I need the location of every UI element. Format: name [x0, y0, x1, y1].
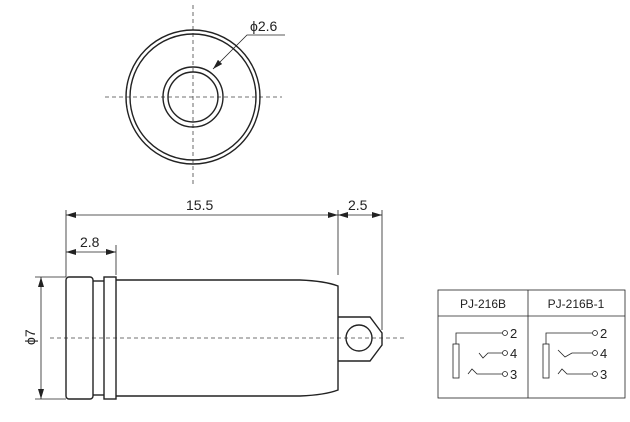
cap-label: 2.8 — [80, 234, 100, 250]
pin-4: 4 — [600, 346, 607, 361]
length-label: 15.5 — [186, 197, 213, 213]
table-header-pj-216b: PJ-216B — [460, 297, 506, 311]
schematic-pj-216b: 2 4 3 — [452, 326, 517, 382]
top-view: ϕ2.6 — [105, 5, 285, 185]
tab-label: 2.5 — [348, 197, 368, 213]
table-header-pj-216b-1: PJ-216B-1 — [548, 297, 605, 311]
schematic-pj-216b-1: 2 4 3 — [542, 326, 607, 382]
pin-3: 3 — [600, 367, 607, 382]
pin-2: 2 — [510, 326, 517, 341]
pin-2: 2 — [600, 326, 607, 341]
top-diameter-label: ϕ2.6 — [250, 18, 278, 34]
wiring-table: PJ-216B PJ-216B-1 2 4 3 2 4 3 — [437, 289, 626, 399]
diameter-label: ϕ7 — [22, 329, 38, 345]
pin-3: 3 — [510, 367, 517, 382]
side-view: 15.5 2.5 2.8 ϕ7 — [22, 197, 405, 400]
pin-4: 4 — [510, 346, 517, 361]
